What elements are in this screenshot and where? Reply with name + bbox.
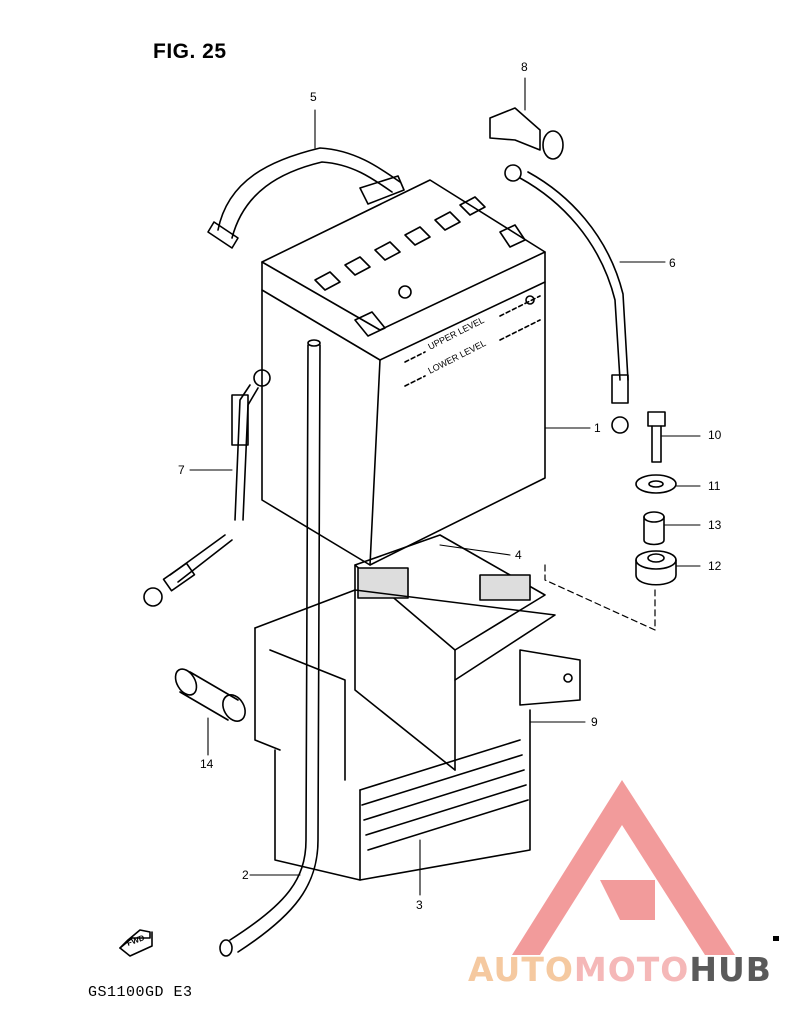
model-code: GS1100GD E3: [88, 984, 193, 1001]
watermark-auto: AUTO: [468, 950, 574, 989]
callout-10: 10: [708, 428, 722, 442]
callout-12: 12: [708, 559, 722, 573]
forward-arrow-icon: [119, 929, 153, 957]
corner-mark: [773, 936, 779, 941]
battery-tray-part-4: [354, 534, 546, 771]
vent-hose-part-2: [219, 339, 321, 957]
watermark-logo-icon: [512, 780, 735, 955]
watermark-hub: HUB: [689, 950, 772, 989]
ground-cable-part-7: [143, 369, 271, 607]
battery-part-1: [261, 179, 546, 566]
watermark-moto: MOTO: [573, 950, 690, 989]
callout-4: 4: [515, 548, 522, 562]
leader-lines: [189, 77, 701, 896]
callout-8: 8: [521, 60, 528, 74]
callout-9: 9: [591, 715, 598, 729]
battery-holder-part-9: [254, 589, 581, 881]
callout-6: 6: [669, 256, 676, 270]
callout-11: 11: [708, 479, 721, 493]
bolt-part-10: [647, 411, 666, 463]
fwd-label: FWD: [126, 933, 146, 948]
callout-5: 5: [310, 90, 317, 104]
grommet-part-14: [174, 668, 246, 722]
callout-7: 7: [178, 463, 185, 477]
callout-2: 2: [242, 868, 249, 882]
watermark-text: AUTOMOTOHUB: [468, 950, 772, 989]
battery-strap-part-5: [207, 147, 405, 249]
callout-1: 1: [594, 421, 601, 435]
tray-ribs-part-3: [359, 739, 529, 851]
battery-cable-part-6: [504, 164, 629, 434]
collar-part-13: [643, 511, 665, 546]
figure-title: FIG. 25: [153, 40, 227, 63]
washer-part-11: [635, 474, 677, 494]
callout-13: 13: [708, 518, 722, 532]
callout-14: 14: [200, 757, 214, 771]
cushion-part-12: [635, 550, 677, 586]
callout-3: 3: [416, 898, 423, 912]
terminal-cover-part-8: [489, 107, 564, 160]
